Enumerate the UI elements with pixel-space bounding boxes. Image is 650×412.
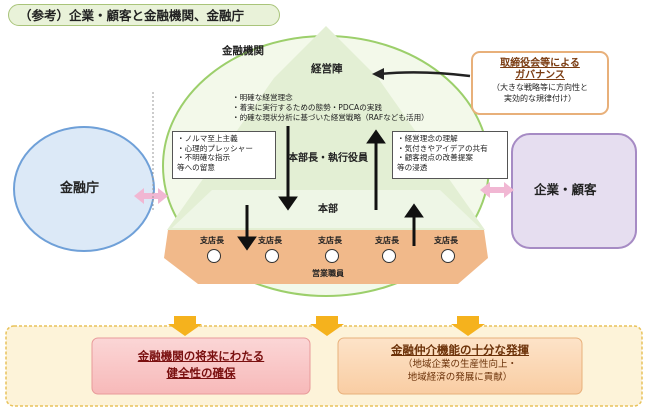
staff-circle <box>441 249 455 263</box>
left-note-line: ・心理的プレッシャー <box>177 143 253 153</box>
governance-title: 取締役会等による <box>500 58 580 69</box>
honbu-band <box>172 190 480 228</box>
outcome-right-box <box>337 337 583 395</box>
outcome-right-sub: 地域経済の発展に貢献） <box>407 372 513 383</box>
governance-box <box>471 51 609 115</box>
governance-arrow <box>379 71 471 78</box>
outcome-left-text: 金融機関の将来にわたる 健全性の確保 <box>92 348 310 382</box>
customer-arrow <box>480 182 514 198</box>
right-note-line: ・経営理念の理解 <box>397 134 458 143</box>
governance-title2: ガバナンス <box>515 70 565 81</box>
page-title: （参考）企業・顧客と金融機関、金融庁 <box>8 4 280 26</box>
right-note-line: ・顧客視点の改善提案 <box>397 153 473 162</box>
outcome-right-sub: （地域企業の生産性向上・ <box>402 359 517 370</box>
management-bullets: ・明確な経営理念 ・着実に実行するための態勢・PDCAの実践 ・的確な現状分析に… <box>232 93 429 123</box>
mgmt-bullet: ・着実に実行するための態勢・PDCAの実践 <box>232 103 383 112</box>
outcome-left-line: 健全性の確保 <box>166 366 236 380</box>
management-label: 経営陣 <box>311 63 343 75</box>
branch-manager-label: 支店長 <box>434 236 458 245</box>
left-note-line: 等への留意 <box>177 162 215 172</box>
fsa-circle <box>13 126 155 252</box>
down-chevrons <box>168 316 485 336</box>
branch-manager-label: 支店長 <box>200 236 224 245</box>
outcome-right-title: 金融仲介機能の十分な発揮 <box>391 343 529 357</box>
mgmt-bullet: ・明確な経営理念 <box>232 93 293 102</box>
staff-circle <box>325 249 339 263</box>
outcome-left-line: 金融機関の将来にわたる <box>137 349 265 363</box>
staff-circle <box>382 249 396 263</box>
staff-circle <box>207 249 221 263</box>
left-note-line: ・ノルマ至上主義 <box>177 134 238 143</box>
fsa-arrow <box>134 188 168 204</box>
governance-text: 取締役会等による ガバナンス （大きな戦略等に方向性と 実効的な規律付け） <box>472 58 608 104</box>
sales-staff-label: 営業職員 <box>312 269 344 278</box>
management-triangle <box>274 26 378 78</box>
staff-circle <box>265 249 279 263</box>
governance-sub2: 実効的な規律付け） <box>504 94 576 103</box>
right-note-line: ・気付きやアイデアの共有 <box>397 143 488 153</box>
fin-institution-label: 金融機関 <box>222 45 264 57</box>
branch-manager-label: 支店長 <box>258 236 282 245</box>
right-note: ・経営理念の理解 ・気付きやアイデアの共有 ・顧客視点の改善提案 等の浸透 <box>392 131 508 179</box>
governance-sub: （大きな戦略等に方向性と <box>492 83 588 92</box>
outcome-left-box <box>91 337 311 395</box>
branch-manager-label: 支店長 <box>375 236 399 245</box>
outcome-right-text: 金融仲介機能の十分な発揮 （地域企業の生産性向上・ 地域経済の発展に貢献） <box>338 342 582 384</box>
right-note-line: 等の浸透 <box>397 162 428 172</box>
honbu-label: 本部 <box>318 204 338 215</box>
left-note: ・ノルマ至上主義 ・心理的プレッシャー ・不明確な指示 等への留意 <box>172 131 276 179</box>
branch-manager-label: 支店長 <box>318 236 342 245</box>
mgmt-bullet: ・的確な現状分析に基づいた経営戦略（RAFなども活用） <box>232 113 429 122</box>
fsa-label: 金融庁 <box>60 181 100 196</box>
customers-label: 企業・顧客 <box>534 182 597 197</box>
left-note-line: ・不明確な指示 <box>177 153 231 162</box>
executives-label: 本部長・執行役員 <box>288 153 368 164</box>
